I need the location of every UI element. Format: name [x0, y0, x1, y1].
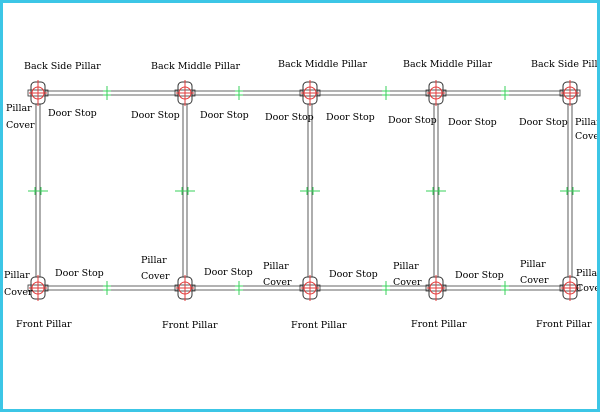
label-top-pillar-cover-left-line1: Pillar	[6, 103, 32, 114]
front-pillar-1	[27, 275, 49, 301]
label-door-stop-top-8: Door Stop	[519, 117, 568, 128]
label-bottom-pillar-cover-left-line1: Pillar	[4, 270, 30, 281]
back-rail-joint-2	[235, 86, 243, 100]
label-bottom-pillar-cover-right-line1: Pillar	[576, 268, 600, 279]
label-bottom-pillar-cover-2-line2: Cover	[263, 277, 292, 288]
label-back-side-pillar-right: Back Side Pillar	[531, 59, 598, 70]
label-door-stop-top-3: Door Stop	[200, 110, 249, 121]
label-front-pillar-2: Front Pillar	[162, 320, 218, 331]
back-pillar-1	[27, 80, 49, 106]
back-rail-joint-3	[382, 86, 390, 100]
label-back-middle-pillar-2: Back Middle Pillar	[278, 59, 368, 70]
label-bottom-pillar-cover-4-line1: Pillar	[520, 259, 546, 270]
label-door-stop-top-2: Door Stop	[131, 110, 180, 121]
label-door-stop-bottom-3: Door Stop	[329, 269, 378, 280]
front-pillar-5	[559, 275, 581, 301]
post-joint-2	[175, 187, 195, 195]
label-bottom-pillar-cover-1-line1: Pillar	[141, 255, 167, 266]
label-bottom-pillar-cover-1-line2: Cover	[141, 271, 170, 282]
label-door-stop-top-7: Door Stop	[448, 117, 497, 128]
label-door-stop-bottom-4: Door Stop	[455, 270, 504, 281]
post-joint-4	[426, 187, 446, 195]
front-pillar-2	[174, 275, 196, 301]
front-rail-joint-3	[382, 281, 390, 295]
label-front-pillar-4: Front Pillar	[411, 319, 467, 330]
front-pillar-4	[425, 275, 447, 301]
label-door-stop-bottom-1: Door Stop	[55, 268, 104, 279]
label-bottom-pillar-cover-3-line2: Cover	[393, 277, 422, 288]
post-joint-5	[560, 187, 580, 195]
label-back-middle-pillar-3: Back Middle Pillar	[403, 59, 493, 70]
label-top-pillar-cover-right-line2: Cover	[575, 131, 599, 142]
back-rail-joint-1	[103, 86, 111, 100]
post-joint-3	[300, 187, 320, 195]
back-pillar-5	[559, 80, 581, 106]
back-pillar-3	[299, 80, 321, 106]
label-door-stop-bottom-2: Door Stop	[204, 267, 253, 278]
front-rail-joint-4	[501, 281, 509, 295]
label-front-pillar-1: Front Pillar	[16, 319, 72, 330]
label-bottom-pillar-cover-right-line2: Cover	[576, 283, 600, 294]
label-back-side-pillar-left: Back Side Pillar	[24, 61, 101, 72]
front-pillar-3	[299, 275, 321, 301]
post-joint-1	[28, 187, 48, 195]
label-back-middle-pillar-1: Back Middle Pillar	[151, 61, 241, 72]
label-top-pillar-cover-right-line1: Pillar	[575, 117, 600, 128]
label-front-pillar-5: Front Pillar	[536, 319, 592, 330]
back-pillar-2	[174, 80, 196, 106]
label-bottom-pillar-cover-4-line2: Cover	[520, 275, 549, 286]
label-front-pillar-3: Front Pillar	[291, 320, 347, 331]
back-rail-joint-4	[501, 86, 509, 100]
back-pillar-4	[425, 80, 447, 106]
label-bottom-pillar-cover-3-line1: Pillar	[393, 261, 419, 272]
label-door-stop-top-6: Door Stop	[388, 115, 437, 126]
label-door-stop-top-1: Door Stop	[48, 108, 97, 119]
front-rail-joint-2	[235, 281, 243, 295]
label-door-stop-top-4: Door Stop	[265, 112, 314, 123]
label-top-pillar-cover-left-line2: Cover	[6, 120, 35, 131]
partition-plan-diagram	[27, 80, 581, 301]
label-door-stop-top-5: Door Stop	[326, 112, 375, 123]
label-bottom-pillar-cover-left-line2: Cover	[4, 287, 33, 298]
front-rail-joint-1	[103, 281, 111, 295]
label-bottom-pillar-cover-2-line1: Pillar	[263, 261, 289, 272]
